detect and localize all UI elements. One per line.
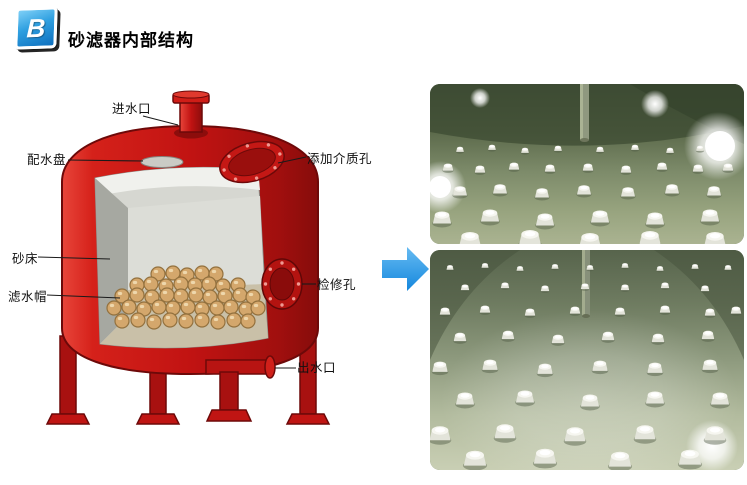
label-outlet: 出水口 (297, 361, 337, 375)
label-sand-bed: 砂床 (12, 252, 39, 266)
photo-tank-interior-top (430, 84, 744, 244)
label-inspection-hole: 检修孔 (317, 278, 357, 292)
badge-letter: B (14, 6, 58, 50)
tank-diagram (37, 90, 331, 425)
right-arrow-icon (382, 247, 429, 291)
page-title: 砂滤器内部结构 (68, 31, 194, 50)
leader-lines (37, 115, 316, 369)
center-pipe (580, 84, 589, 142)
section-badge: B (14, 6, 58, 50)
label-media-hole: 添加介质孔 (307, 152, 373, 166)
label-inlet: 进水口 (112, 102, 152, 116)
inspection-hole-flange (261, 258, 303, 310)
center-pipe (582, 250, 590, 318)
label-distribution-plate: 配水盘 (27, 153, 67, 167)
tank-cutaway (94, 166, 269, 349)
photo-tank-interior-bottom (430, 250, 744, 470)
media-hole-flange (219, 140, 285, 184)
inlet-pipe (172, 90, 210, 139)
label-filter-cap: 滤水帽 (8, 290, 48, 304)
distribution-plate (140, 156, 184, 168)
outlet-pipe (205, 355, 276, 422)
